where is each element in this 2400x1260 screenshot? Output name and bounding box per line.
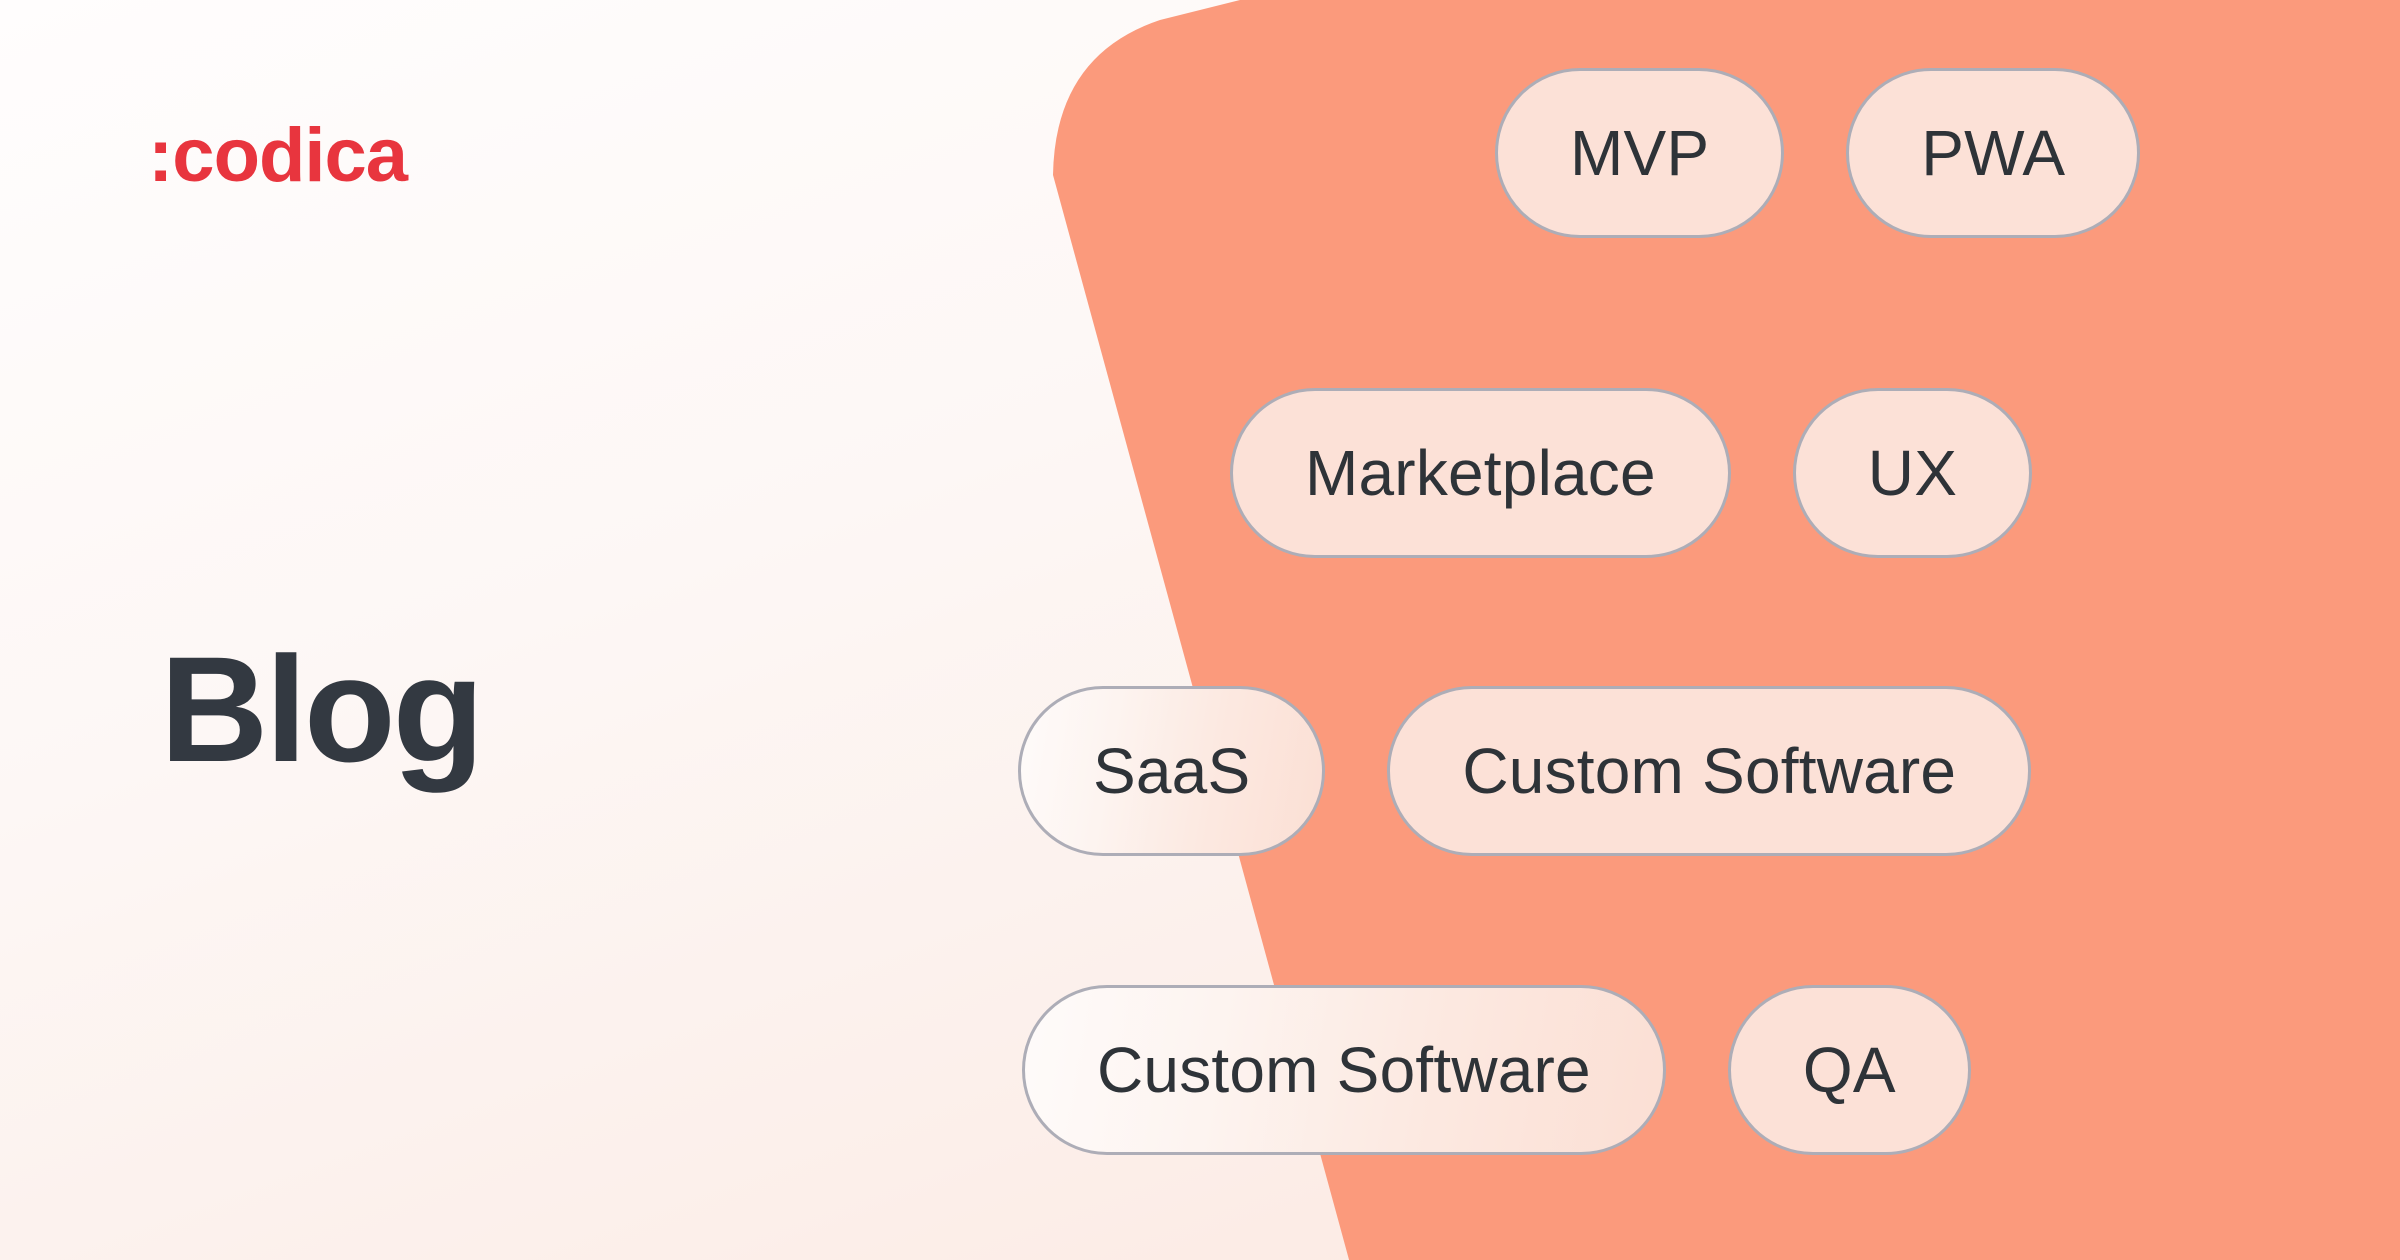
hero-left-column: :codica Blog bbox=[0, 0, 1050, 1260]
tag-row-4: Custom Software QA bbox=[1022, 985, 1971, 1155]
tag-pill-saas[interactable]: SaaS bbox=[1018, 686, 1326, 856]
tag-row-1: MVP PWA bbox=[1495, 68, 2141, 238]
tag-pill-marketplace[interactable]: Marketplace bbox=[1230, 388, 1731, 558]
page-title: Blog bbox=[160, 624, 484, 793]
tag-pill-custom-software-2[interactable]: Custom Software bbox=[1022, 985, 1666, 1155]
tag-pill-qa[interactable]: QA bbox=[1727, 985, 1971, 1155]
tag-pill-mvp[interactable]: MVP bbox=[1495, 68, 1785, 238]
tag-pill-pwa[interactable]: PWA bbox=[1846, 68, 2141, 238]
tag-pill-custom-software[interactable]: Custom Software bbox=[1387, 686, 2032, 856]
tag-row-2: Marketplace UX bbox=[1230, 388, 2033, 558]
tag-pill-ux[interactable]: UX bbox=[1792, 388, 2033, 558]
tag-row-3: SaaS Custom Software bbox=[1018, 686, 2032, 856]
codica-logo[interactable]: :codica bbox=[148, 113, 408, 198]
